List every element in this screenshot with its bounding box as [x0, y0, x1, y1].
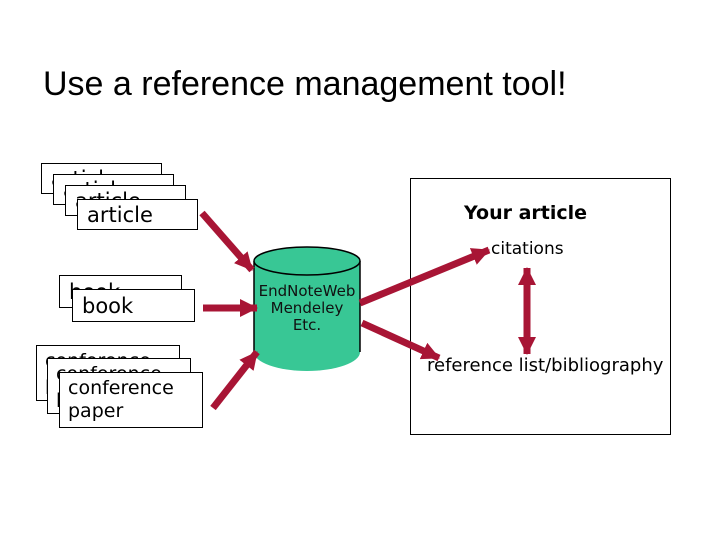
slide-title: Use a reference management tool!	[43, 65, 567, 103]
arrow-conference-to-tool	[210, 349, 260, 411]
reference-list-label: reference list/bibliography	[427, 355, 664, 376]
conference-label-line2: paper	[68, 400, 124, 422]
tool-cylinder-labels: EndNoteWeb Mendeley Etc.	[254, 283, 360, 334]
article-stack-box-front: article	[77, 199, 198, 230]
your-article-heading: Your article	[464, 202, 588, 224]
article-label: article	[87, 203, 153, 227]
tool-name-mendeley: Mendeley	[270, 299, 344, 317]
conference-label-line1: conference	[68, 377, 174, 399]
citations-label: citations	[491, 239, 564, 259]
book-label: book	[82, 294, 134, 318]
your-article-box	[410, 178, 671, 435]
conference-stack-box-front: conference paper	[59, 372, 203, 428]
book-stack-box-front: book	[72, 289, 195, 322]
arrow-article-to-tool	[199, 210, 255, 273]
tool-name-endnoteweb: EndNoteWeb	[258, 282, 356, 300]
tool-name-etc: Etc.	[292, 316, 322, 334]
